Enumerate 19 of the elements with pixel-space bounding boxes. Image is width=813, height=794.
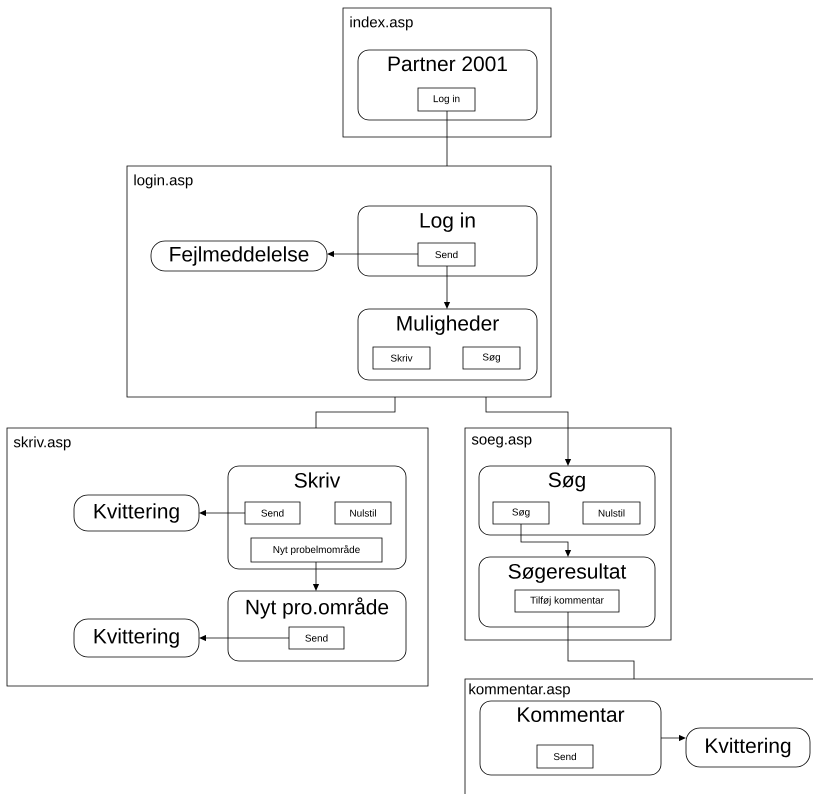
form-button: Nulstil (334, 502, 392, 524)
form-button: Søg (492, 502, 550, 524)
form-button: Send (418, 242, 476, 266)
form-button: Skriv (372, 346, 430, 370)
form-button: Nulstil (582, 502, 640, 524)
form-button: Send (288, 626, 344, 650)
message-box: Fejlmeddelelse (150, 240, 328, 272)
message-box: Kvittering (74, 618, 200, 658)
form-button: Tilføj kommentar (514, 590, 620, 612)
form-button: Send (244, 502, 300, 524)
form-button: Søg (462, 346, 520, 370)
form-button: Nyt probelmområde (250, 538, 382, 562)
connector-line (568, 612, 634, 680)
connector-line (316, 396, 396, 428)
form-button: Send (536, 744, 594, 768)
message-box: Kvittering (74, 494, 200, 532)
form-button: Log in (418, 88, 476, 112)
message-box: Kvittering (686, 728, 810, 768)
connector-line (446, 110, 448, 166)
